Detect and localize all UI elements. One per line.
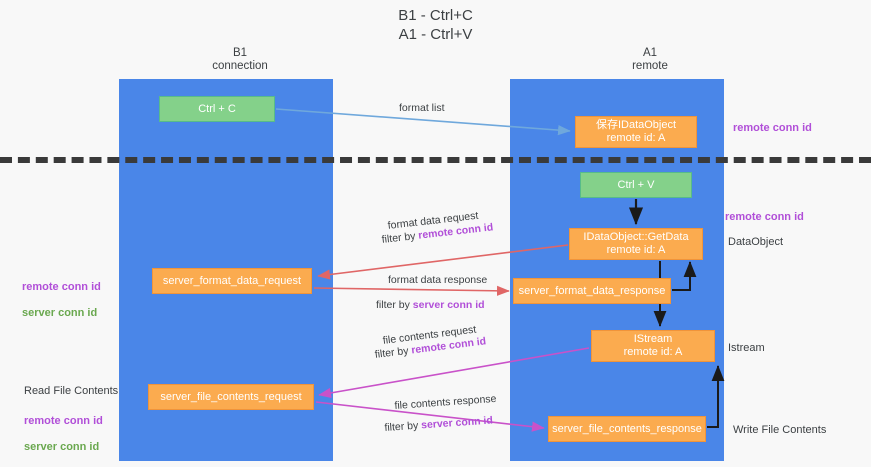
node-idataobject[interactable]: 保存IDataObject remote id: A <box>575 116 697 148</box>
annotation-write-file-contents: Write File Contents <box>733 424 827 436</box>
annotation-server-conn-id: server conn id <box>22 307 98 319</box>
annotation-left-conn-ids-bottom: remote conn id server conn id <box>24 402 103 467</box>
column-header-b1: B1 connection <box>212 47 268 72</box>
annotation-istream: Istream <box>728 342 765 354</box>
filter-prefix: filter by <box>384 419 422 434</box>
annotation-remote-conn-id-mid: remote conn id <box>725 211 804 223</box>
node-ctrl-c[interactable]: Ctrl + C <box>159 96 275 122</box>
node-server-format-data-request[interactable]: server_format_data_request <box>152 268 312 294</box>
annotation-remote-conn-id: remote conn id <box>22 281 101 293</box>
node-server-format-data-response[interactable]: server_format_data_response <box>513 278 671 304</box>
column-header-a1: A1 remote <box>632 47 668 72</box>
annotation-dataobject: DataObject <box>728 236 784 248</box>
node-istream[interactable]: IStream remote id: A <box>591 330 715 362</box>
edge-label-file-contents-response-filter: filter by server conn id <box>384 413 493 435</box>
node-idataobject-getdata[interactable]: IDataObject::GetData remote id: A <box>569 228 703 260</box>
edge-label-format-data-response-filter: filter by server conn id <box>376 298 485 312</box>
annotation-server-conn-id: server conn id <box>24 441 100 453</box>
edge-label-format-list: format list <box>399 102 445 114</box>
diagram-title: B1 - Ctrl+C A1 - Ctrl+V <box>398 7 473 43</box>
edge-label-format-data-response: format data response <box>388 274 488 286</box>
filter-key-server-conn-id: server conn id <box>420 414 494 432</box>
section-divider <box>0 157 871 163</box>
filter-prefix: filter by <box>381 229 420 246</box>
annotation-remote-conn-id-top: remote conn id <box>733 122 812 134</box>
node-ctrl-v[interactable]: Ctrl + V <box>580 172 692 198</box>
annotation-left-conn-ids-top: remote conn id server conn id <box>22 268 101 333</box>
filter-prefix: filter by <box>376 299 413 311</box>
annotation-remote-conn-id: remote conn id <box>24 415 103 427</box>
annotation-read-file-contents: Read File Contents <box>24 385 119 397</box>
filter-prefix: filter by <box>374 344 413 361</box>
node-server-file-contents-request[interactable]: server_file_contents_request <box>148 384 314 410</box>
node-server-file-contents-response[interactable]: server_file_contents_response <box>548 416 706 442</box>
filter-key-server-conn-id: server conn id <box>412 299 485 311</box>
edge-label-file-contents-response: file contents response <box>394 392 497 412</box>
